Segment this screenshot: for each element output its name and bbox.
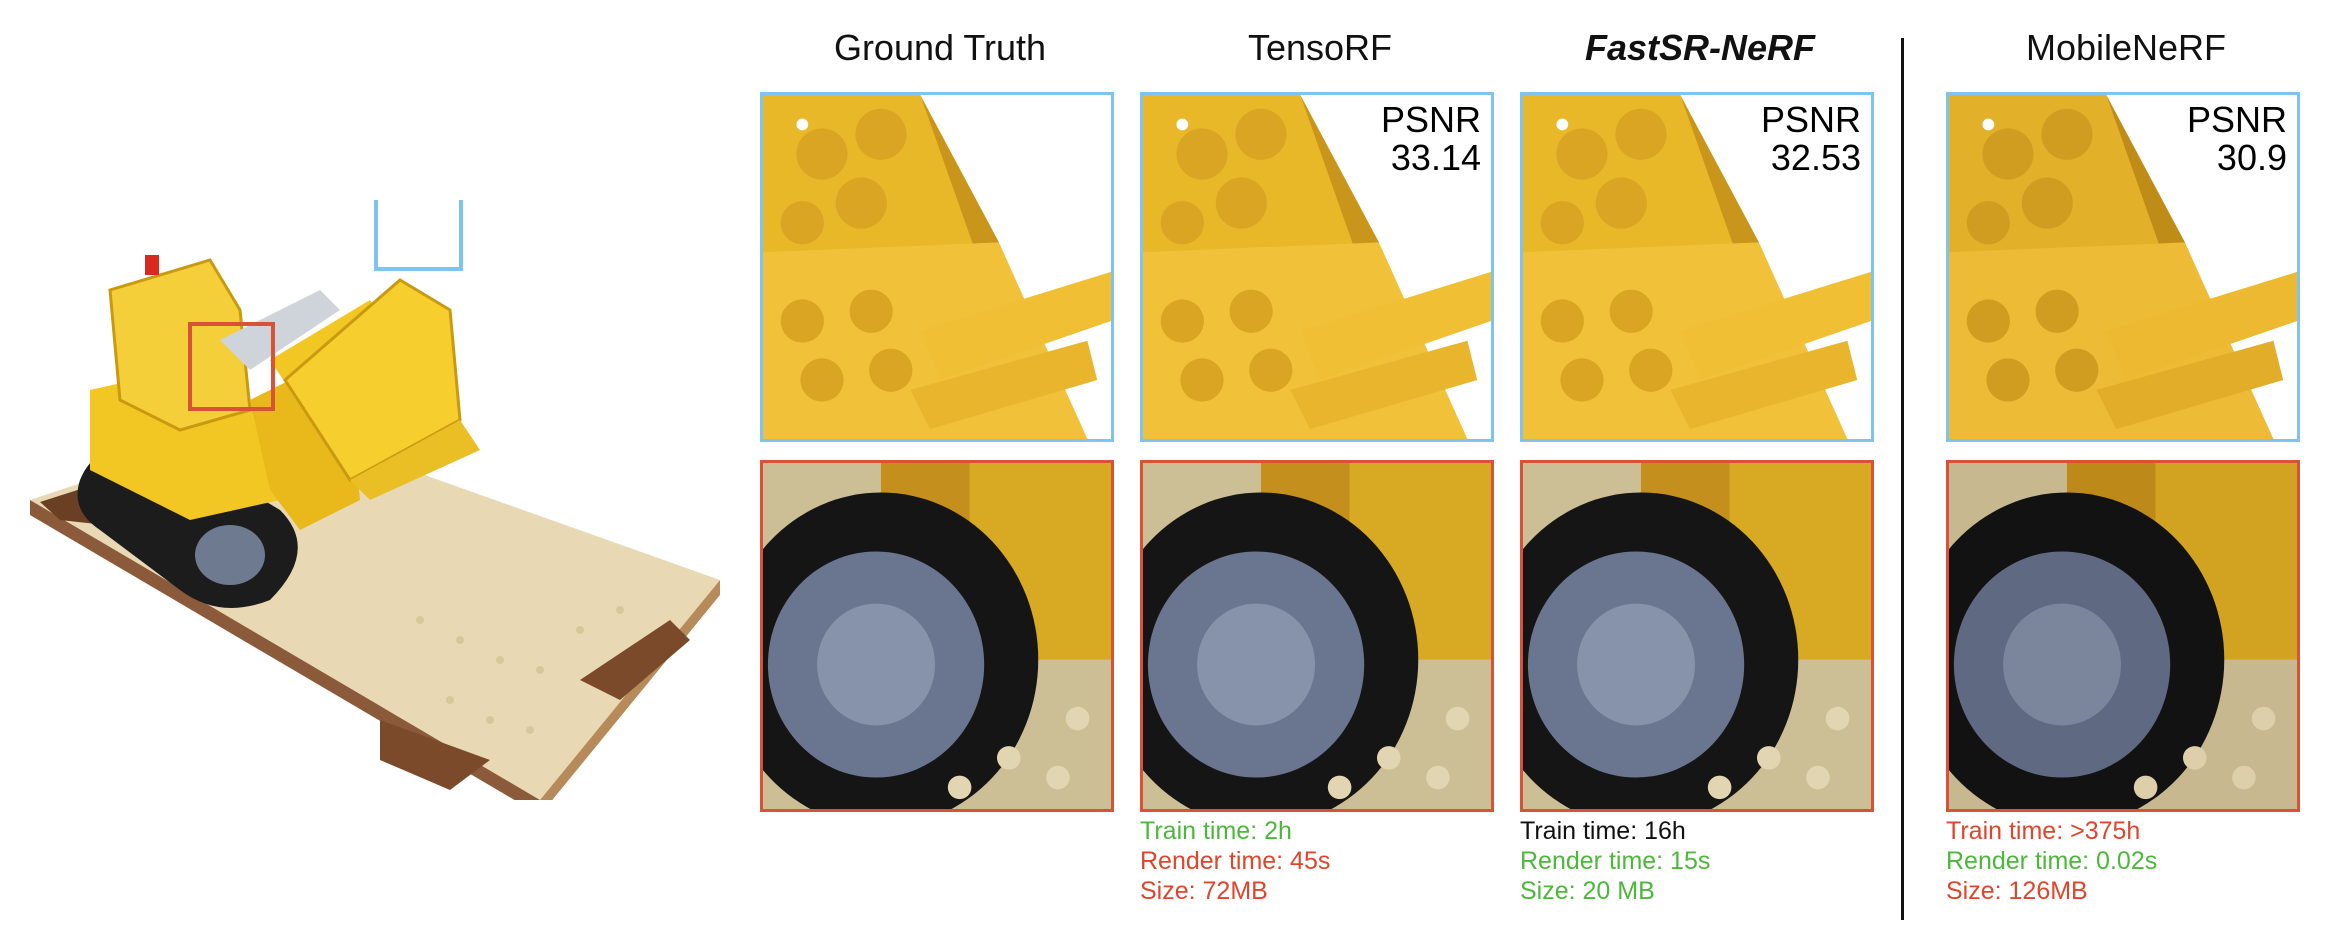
psnr-readout-fastsr-nerf: PSNR 32.53 [1761, 101, 1861, 177]
red-crop-marker [188, 322, 275, 411]
psnr-readout-tensorf: PSNR 33.14 [1381, 101, 1481, 177]
model-size: Size: 20 MB [1520, 877, 1655, 905]
render-time: Render time: 45s [1140, 847, 1331, 875]
section-divider [1901, 38, 1904, 920]
render-time: Render time: 0.02s [1946, 847, 2158, 875]
column-title-ground-truth: Ground Truth [833, 27, 1047, 68]
psnr-label: PSNR [1760, 99, 1861, 140]
psnr-label: PSNR [1380, 99, 1481, 140]
model-size: Size: 72MB [1140, 877, 1268, 905]
train-time: Train time: >375h [1946, 817, 2141, 845]
bucket-crop-tensorf: PSNR 33.14 [1140, 92, 1494, 442]
column-title-fastsr-nerf: FastSR-NeRF [1584, 27, 1816, 68]
track-crop-ground-truth [760, 460, 1114, 812]
bucket-crop-mobilenerf: PSNR 30.9 [1946, 92, 2300, 442]
column-title-tensorf: TensoRF [1247, 27, 1393, 68]
psnr-value: 33.14 [1390, 137, 1481, 178]
psnr-readout-mobilenerf: PSNR 30.9 [2187, 101, 2287, 177]
model-size: Size: 126MB [1946, 877, 2088, 905]
column-title-mobilenerf: MobileNeRF [2025, 27, 2227, 68]
stats-fastsr-nerf: Train time: 16h Render time: 15s Size: 2… [1520, 816, 1710, 906]
bucket-crop-ground-truth [760, 92, 1114, 442]
lego-scene-image [20, 182, 720, 815]
bulldozer-bucket [283, 278, 462, 482]
track-crop-mobilenerf [1946, 460, 2300, 812]
psnr-value: 30.9 [2216, 137, 2287, 178]
stats-mobilenerf: Train time: >375h Render time: 0.02s Siz… [1946, 816, 2157, 906]
track-crop-fastsr-nerf [1520, 460, 1874, 812]
track-crop-tensorf [1140, 460, 1494, 812]
psnr-value: 32.53 [1770, 137, 1861, 178]
stats-tensorf: Train time: 2h Render time: 45s Size: 72… [1140, 816, 1330, 906]
train-time: Train time: 2h [1140, 817, 1292, 845]
train-time: Train time: 16h [1520, 817, 1686, 845]
render-time: Render time: 15s [1520, 847, 1711, 875]
psnr-label: PSNR [2186, 99, 2287, 140]
blue-crop-marker [374, 182, 463, 271]
bucket-crop-fastsr-nerf: PSNR 32.53 [1520, 92, 1874, 442]
